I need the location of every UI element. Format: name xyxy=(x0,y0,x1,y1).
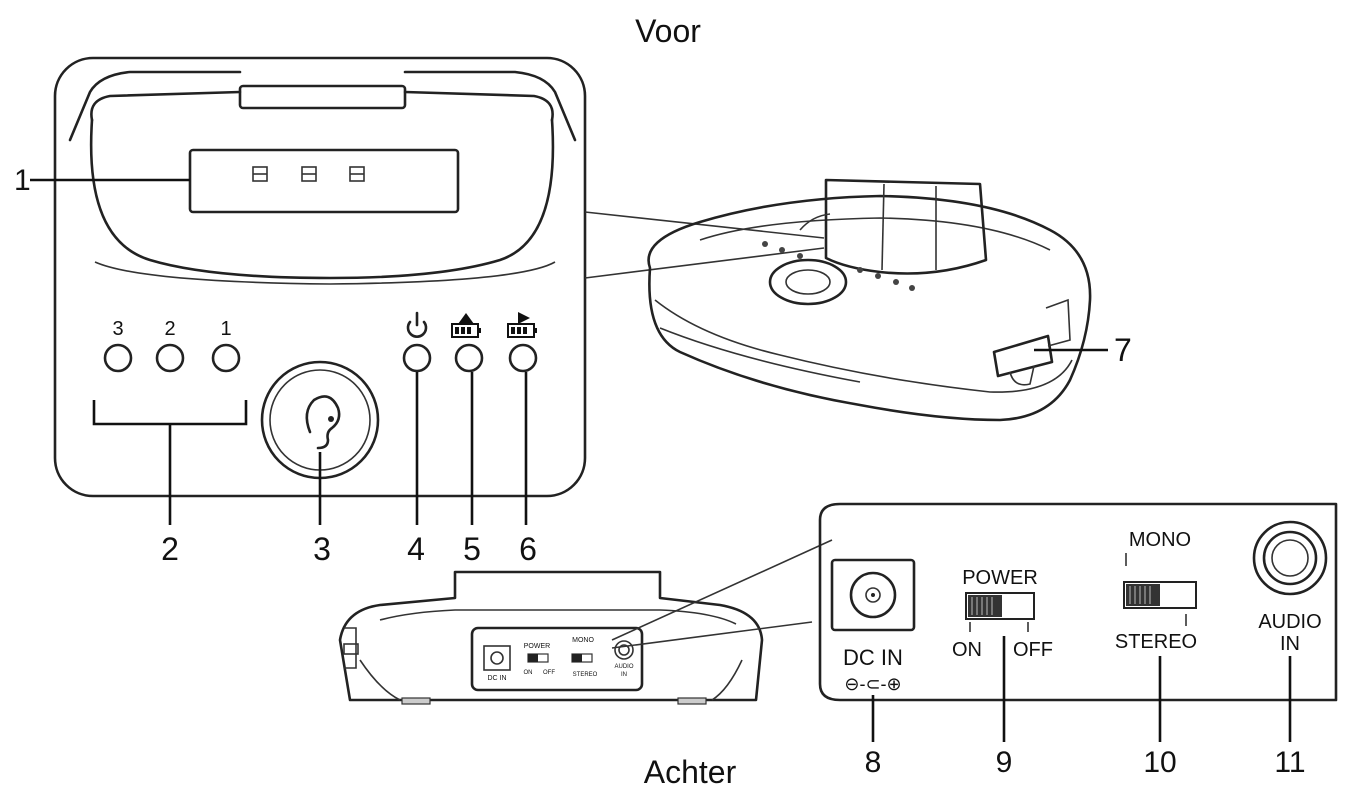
power-button[interactable] xyxy=(402,343,432,373)
callout-10: 10 xyxy=(1143,746,1176,779)
small-in-label: IN xyxy=(621,672,627,678)
title-front: Voor xyxy=(635,13,701,49)
back-panel: DC IN ⊖-⊂-⊕ POWER ON OFF MONO xyxy=(818,502,1338,702)
small-on-label: ON xyxy=(524,670,533,676)
channel-label-3: 3 xyxy=(112,318,123,340)
small-power-label: POWER xyxy=(524,643,550,650)
battery-button-5[interactable] xyxy=(454,343,484,373)
mono-stereo-switch[interactable] xyxy=(1123,581,1197,609)
callout-2: 2 xyxy=(161,531,179,567)
battery-charge-up-icon xyxy=(451,313,481,338)
channel-label-1: 1 xyxy=(220,318,231,340)
device-3d-view xyxy=(647,178,1092,422)
callout-5: 5 xyxy=(463,531,481,567)
small-dc-in-label: DC IN xyxy=(487,675,506,682)
callout-1: 1 xyxy=(14,164,31,197)
callout-7: 7 xyxy=(1114,332,1132,368)
audio-in-jack[interactable] xyxy=(1252,520,1328,596)
off-label: OFF xyxy=(1013,639,1053,661)
channel-label-2: 2 xyxy=(164,318,175,340)
device-back-view: DC IN POWER ON OFF MONO STEREO AUDIO IN xyxy=(338,570,764,705)
on-label: ON xyxy=(952,639,982,661)
dc-in-label: DC IN xyxy=(843,645,903,670)
ear-icon xyxy=(305,395,341,450)
indicator-leds xyxy=(252,166,365,182)
small-off-label: OFF xyxy=(543,670,555,676)
stereo-label: STEREO xyxy=(1115,631,1197,653)
callout-4: 4 xyxy=(407,531,425,567)
small-stereo-label: STEREO xyxy=(573,672,598,678)
power-label: POWER xyxy=(962,567,1038,589)
small-audio-label: AUDIO xyxy=(614,664,633,670)
audio-in-label-2: IN xyxy=(1280,633,1300,655)
channel-button-1[interactable] xyxy=(211,343,241,373)
channel-button-3[interactable] xyxy=(103,343,133,373)
callout-3: 3 xyxy=(313,531,331,567)
battery-charge-play-icon xyxy=(507,312,537,338)
front-panel: 3 2 1 xyxy=(53,56,587,525)
dc-polarity-label: ⊖-⊂-⊕ xyxy=(844,674,901,694)
power-switch[interactable] xyxy=(965,592,1035,620)
mono-label: MONO xyxy=(1129,529,1191,551)
title-back: Achter xyxy=(644,754,737,790)
channel-button-2[interactable] xyxy=(155,343,185,373)
audio-in-label-1: AUDIO xyxy=(1258,611,1321,633)
dc-in-socket[interactable] xyxy=(830,558,916,632)
battery-button-6[interactable] xyxy=(508,343,538,373)
callout-6: 6 xyxy=(519,531,537,567)
callout-9: 9 xyxy=(996,746,1013,779)
callout-8: 8 xyxy=(865,746,882,779)
small-mono-label: MONO xyxy=(572,637,594,644)
power-icon xyxy=(406,311,428,338)
callout-11: 11 xyxy=(1274,746,1305,779)
